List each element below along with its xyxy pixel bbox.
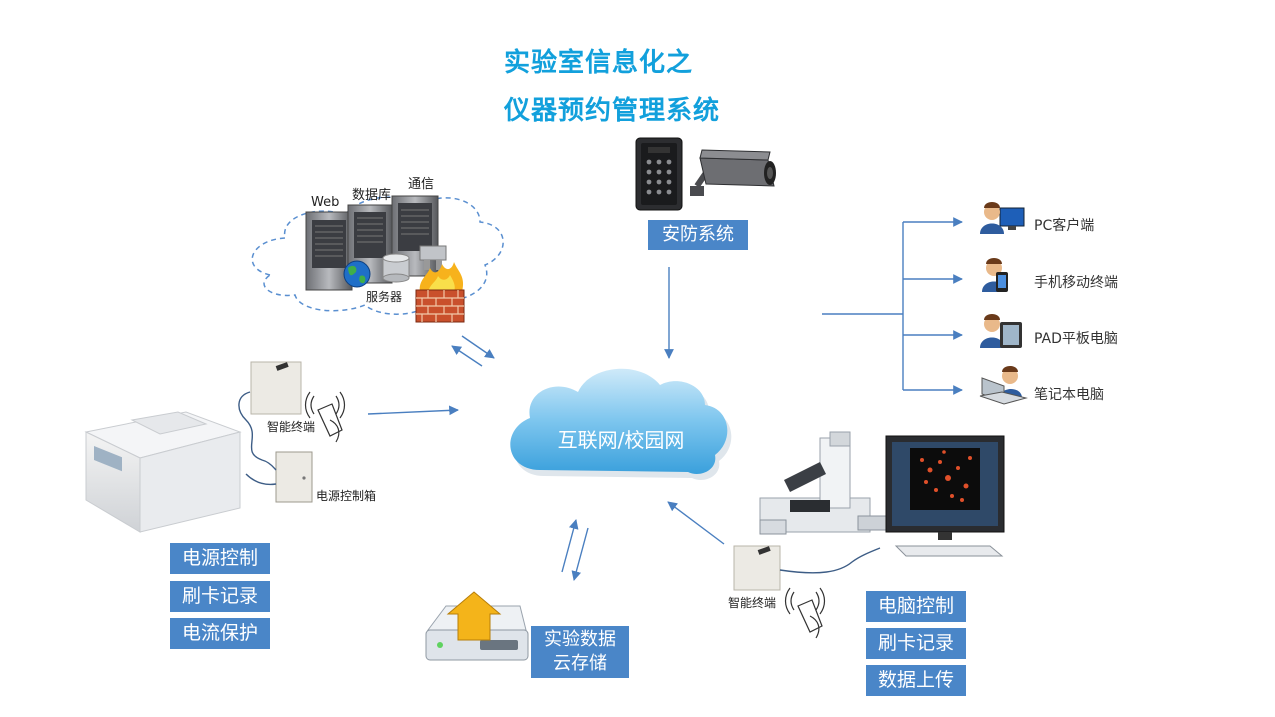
left-function-card-record: 刷卡记录 [170, 581, 270, 612]
network-switch-icon [419, 245, 447, 270]
cloud-storage-drive-icon [425, 591, 529, 661]
cloud-storage-label: 实验数据 云存储 [531, 626, 629, 678]
monitor-icon [885, 435, 1005, 557]
mobile-user-icon [982, 258, 1008, 292]
storage-cloud-arrows [561, 519, 589, 581]
client-branch-lines [822, 217, 963, 395]
left-device-cables [238, 391, 277, 486]
database-cylinder-icon [382, 253, 410, 283]
server-comm-label: 通信 [408, 177, 435, 192]
right-device-cloud-arrow [667, 501, 725, 545]
globe-icon [343, 260, 371, 288]
right-function-pc-control: 电脑控制 [866, 591, 966, 622]
right-card-swipe-icon [784, 587, 826, 639]
right-function-data-upload: 数据上传 [866, 665, 966, 696]
right-terminal-label: 智能终端 [728, 596, 777, 610]
cloud-storage-label-line2: 云存储 [553, 653, 607, 674]
internet-cloud-label: 互联网/校园网 [557, 428, 685, 452]
title-line-1: 实验室信息化之 [504, 48, 694, 78]
right-device-cables [779, 547, 881, 574]
left-terminal-label: 智能终端 [267, 420, 316, 434]
server-web-label: Web [311, 195, 340, 210]
left-device-cloud-arrow [367, 405, 459, 416]
right-smart-terminal-icon [733, 545, 781, 591]
left-function-power-control: 电源控制 [170, 543, 270, 574]
access-keypad-icon [635, 137, 683, 211]
server-database-label: 数据库 [352, 188, 392, 203]
laptop-user-icon [979, 366, 1028, 405]
client-laptop-label: 笔记本电脑 [1034, 387, 1104, 403]
client-mobile-label: 手机移动终端 [1034, 275, 1118, 291]
client-pc-label: PC客户端 [1034, 218, 1095, 234]
title-line-2: 仪器预约管理系统 [504, 96, 721, 126]
cloud-storage-label-line1: 实验数据 [544, 629, 616, 650]
firewall-icon [415, 262, 465, 323]
security-system-label: 安防系统 [648, 220, 748, 250]
pc-user-icon [980, 202, 1025, 234]
power-box-label: 电源控制箱 [316, 489, 377, 503]
power-control-box-icon [275, 451, 313, 503]
left-function-current-protection: 电流保护 [170, 618, 270, 649]
left-smart-terminal-icon [250, 361, 302, 415]
client-tablet-label: PAD平板电脑 [1034, 331, 1118, 347]
centrifuge-instrument-icon [84, 411, 242, 533]
server-cloud-arrows [451, 335, 495, 367]
microscope-icon [759, 431, 889, 535]
server-cloud-outline [251, 196, 504, 315]
internet-cloud-icon [510, 368, 732, 481]
security-camera-icon [690, 149, 776, 196]
server-caption-label: 服务器 [366, 290, 403, 304]
left-card-swipe-icon [304, 391, 346, 443]
right-function-card-record: 刷卡记录 [866, 628, 966, 659]
tablet-user-icon [980, 314, 1022, 348]
